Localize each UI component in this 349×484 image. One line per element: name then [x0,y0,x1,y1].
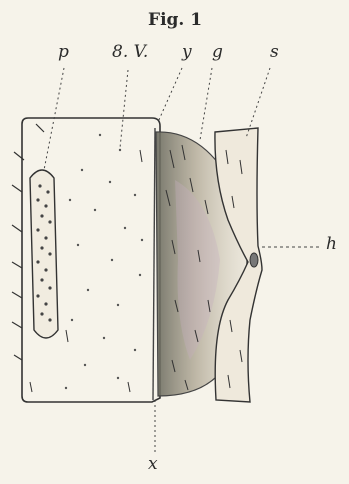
label-x: x [148,456,158,473]
label-p: p [58,44,69,61]
label-s: s [270,44,279,61]
label-y: y [182,44,192,61]
dividing-line-y [153,128,155,400]
constriction-h [250,253,258,267]
label-vein: 8. V. [112,44,148,61]
label-g: g [212,44,223,61]
label-h: h [326,236,337,253]
body-p [30,170,58,338]
cell-dots [65,134,143,389]
figure-title: Fig. 1 [148,10,202,30]
